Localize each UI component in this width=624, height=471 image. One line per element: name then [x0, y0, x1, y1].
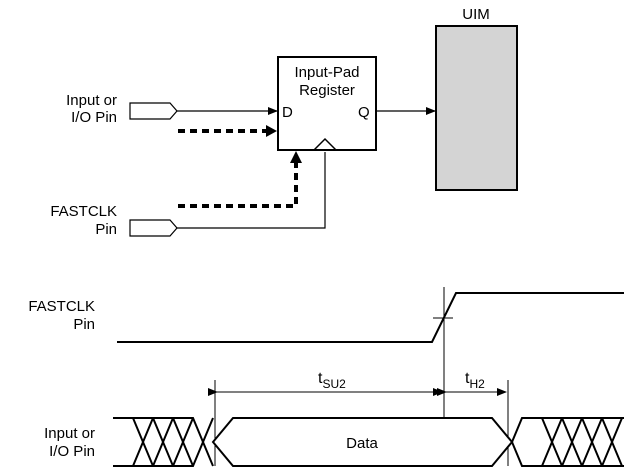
- fastclk-pin-label-line2: Pin: [95, 221, 117, 238]
- data-label: Data: [346, 435, 378, 452]
- th-label: tH2: [465, 370, 485, 391]
- uim-box: [435, 25, 518, 191]
- input-timing: Input or I/O Pin Data: [44, 417, 624, 467]
- register-box: [277, 56, 377, 151]
- fastclk-pin-block: FASTCLK Pin: [50, 151, 326, 238]
- input-dashed-arrowhead: [266, 125, 277, 137]
- fastclk-waveform: [117, 292, 624, 343]
- fastclk-dashed-path: [178, 162, 298, 208]
- register-port-q: Q: [358, 104, 370, 121]
- fastclk-timing: FASTCLK Pin: [28, 292, 624, 343]
- fastclk-pin-connector-icon: [129, 219, 178, 237]
- tsu-label: tSU2: [318, 370, 346, 391]
- clock-triangle-icon: [313, 137, 337, 151]
- timing-fastclk-label-line2: Pin: [73, 316, 95, 333]
- fastclk-to-clock-wire: [177, 152, 326, 229]
- register-title-line1: Input-Pad: [294, 64, 359, 81]
- fastclk-dashed-arrowhead: [290, 151, 302, 163]
- invalid-region-right: [511, 417, 624, 467]
- timing-input-label-line1: Input or: [44, 425, 95, 442]
- register-port-d: D: [282, 104, 293, 121]
- input-pin-label-line2: I/O Pin: [71, 109, 117, 126]
- register-title-line2: Register: [299, 82, 355, 99]
- uim-block: UIM: [435, 6, 518, 191]
- input-pad-register: Input-Pad Register D Q: [277, 56, 377, 151]
- timing-markers: tSU2 tH2: [208, 287, 509, 466]
- input-pin-label-line1: Input or: [66, 92, 117, 109]
- data-valid-window: [211, 417, 514, 467]
- timing-fastclk-label-line1: FASTCLK: [28, 298, 95, 315]
- input-pin-connector-icon: [129, 102, 178, 120]
- uim-label: UIM: [462, 6, 490, 23]
- input-pin-block: Input or I/O Pin: [66, 92, 278, 137]
- fastclk-pin-label-line1: FASTCLK: [50, 203, 117, 220]
- invalid-region-left: [113, 417, 214, 467]
- timing-input-label-line2: I/O Pin: [49, 443, 95, 460]
